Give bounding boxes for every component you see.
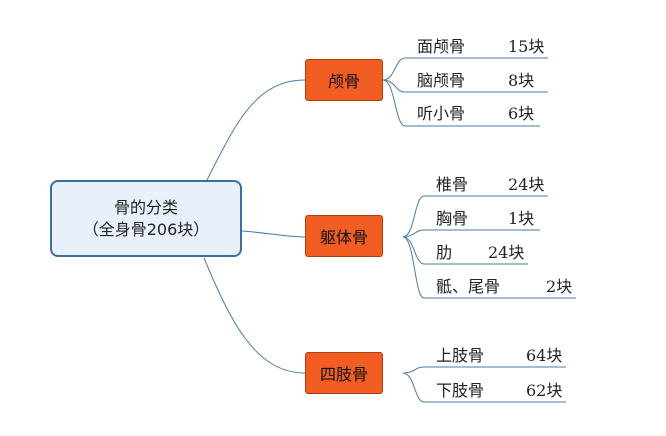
root-to-limbs-line [203, 257, 306, 374]
leaf-count: 8块 [508, 71, 535, 90]
category-skull-label: 颅骨 [327, 72, 360, 91]
leaf-count: 1块 [508, 209, 535, 228]
leaf-name: 上肢骨 [436, 346, 485, 365]
root-subtitle: （全身骨206块） [82, 219, 210, 239]
leaf-name: 胸骨 [436, 209, 469, 228]
leaf-count: 62块 [526, 381, 563, 400]
leaf-name: 肋 [436, 243, 453, 262]
leaf-name: 听小骨 [417, 104, 466, 123]
leaf-name: 椎骨 [436, 175, 469, 194]
root-title: 骨的分类 [113, 197, 178, 217]
leaf-name: 骶、尾骨 [436, 277, 501, 296]
branch-line-2-0 [402, 366, 566, 374]
branch-line-1-3 [402, 236, 576, 299]
category-limbs: 四肢骨 [305, 352, 383, 394]
branch-line-0-1 [382, 79, 548, 93]
leaf-name: 下肢骨 [436, 381, 485, 400]
branch-line-0-2 [382, 79, 540, 127]
branch-line-0-0 [382, 57, 548, 81]
category-trunk-label: 躯体骨 [319, 228, 368, 247]
leaf-count: 15块 [508, 37, 545, 56]
leaf-name: 面颅骨 [417, 37, 466, 56]
root-node: 骨的分类 （全身骨206块） [50, 180, 242, 257]
leaf-count: 64块 [526, 346, 563, 365]
category-skull: 颅骨 [305, 59, 383, 101]
branch-line-1-1 [402, 229, 540, 238]
category-trunk: 躯体骨 [305, 215, 383, 257]
branch-line-1-2 [402, 236, 528, 265]
branch-line-1-0 [402, 195, 548, 238]
leaf-name: 脑颅骨 [417, 71, 466, 90]
category-limbs-label: 四肢骨 [319, 365, 368, 384]
leaf-count: 2块 [546, 277, 573, 296]
root-to-skull-line [206, 79, 306, 181]
leaf-count: 6块 [508, 104, 535, 123]
leaf-count: 24块 [508, 175, 545, 194]
branch-line-2-1 [402, 372, 566, 403]
root-to-trunk-line [241, 230, 306, 238]
leaf-count: 24块 [488, 243, 525, 262]
